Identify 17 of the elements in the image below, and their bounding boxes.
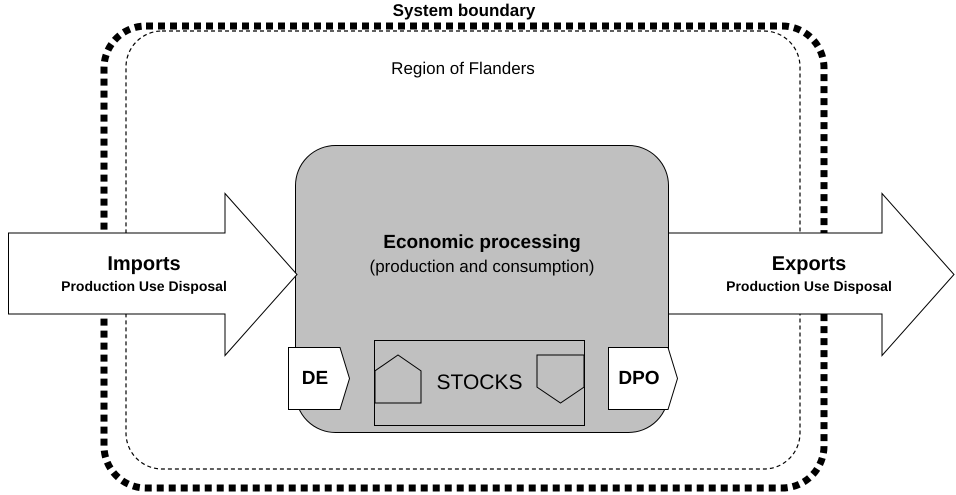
tag-label: DE	[302, 367, 328, 391]
process-subtitle: (production and consumption)	[370, 256, 594, 278]
tag-label: DPO	[618, 367, 660, 391]
output-tag	[608, 347, 678, 410]
pentagon-marker	[537, 355, 584, 403]
stock-label: STOCKS	[436, 370, 522, 396]
flow-title: Imports	[107, 252, 181, 277]
flow-title: Exports	[772, 252, 846, 277]
flow-subtitle: Production Use Disposal	[61, 277, 227, 296]
input-tag	[288, 347, 350, 410]
flow-subtitle: Production Use Disposal	[726, 277, 892, 296]
export-arrow	[668, 193, 955, 356]
process-title: Economic processing	[383, 231, 581, 255]
import-arrow	[8, 193, 298, 356]
stock-box	[374, 340, 585, 426]
region-label: Region of Flanders	[391, 58, 535, 80]
pentagon-marker	[375, 355, 421, 403]
